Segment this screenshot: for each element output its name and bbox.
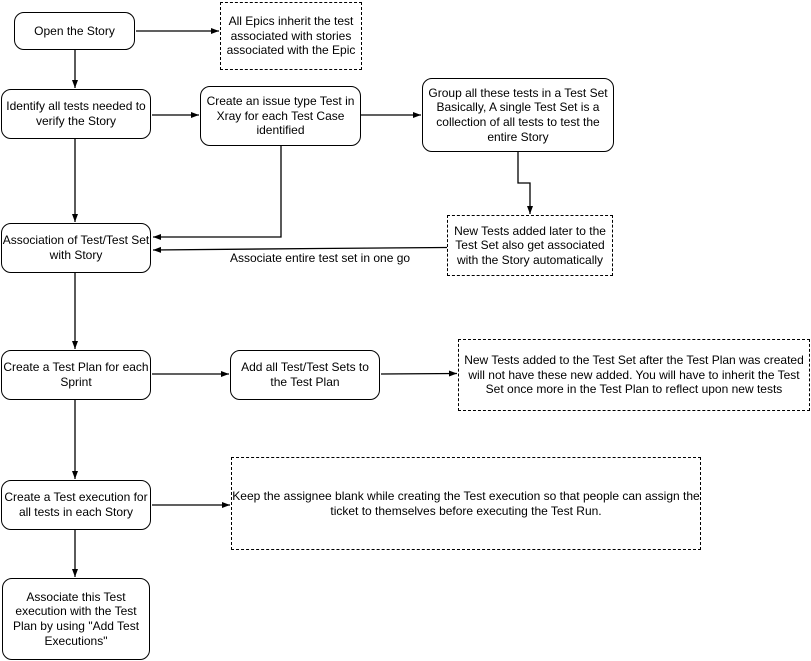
note-epics-inherit: All Epics inherit the test associated wi…: [220, 2, 362, 70]
node-create-test-plan: Create a Test Plan for each Sprint: [1, 350, 151, 400]
note-keep-assignee-blank: Keep the assignee blank while creating t…: [231, 457, 701, 550]
node-open-story: Open the Story: [14, 12, 135, 50]
edge-add-tests-to-plan-note: [380, 370, 458, 377]
node-association-test-story: Association of Test/Test Set with Story: [1, 223, 151, 273]
node-identify-tests: Identify all tests needed to verify the …: [1, 89, 151, 139]
edge-label-associate-entire-set: Associate entire test set in one go: [229, 251, 411, 265]
note-plan-inherit-test-set: New Tests added to the Test Set after th…: [458, 339, 810, 411]
node-create-issue-test: Create an issue type Test in Xray for ea…: [200, 86, 361, 146]
edge-create-test-to-association: [153, 146, 282, 240]
note-new-tests-auto-associated: New Tests added later to the Test Set al…: [447, 215, 613, 276]
node-add-tests-to-plan: Add all Test/Test Sets to the Test Plan: [230, 350, 380, 400]
node-group-tests: Group all these tests in a Test Set Basi…: [422, 78, 614, 152]
edge-group-to-new-tests-note: [517, 152, 533, 214]
node-create-test-execution: Create a Test execution for all tests in…: [1, 480, 151, 530]
node-associate-execution-plan: Associate this Test execution with the T…: [2, 578, 150, 660]
edge-new-tests-note-to-association: [152, 246, 448, 253]
